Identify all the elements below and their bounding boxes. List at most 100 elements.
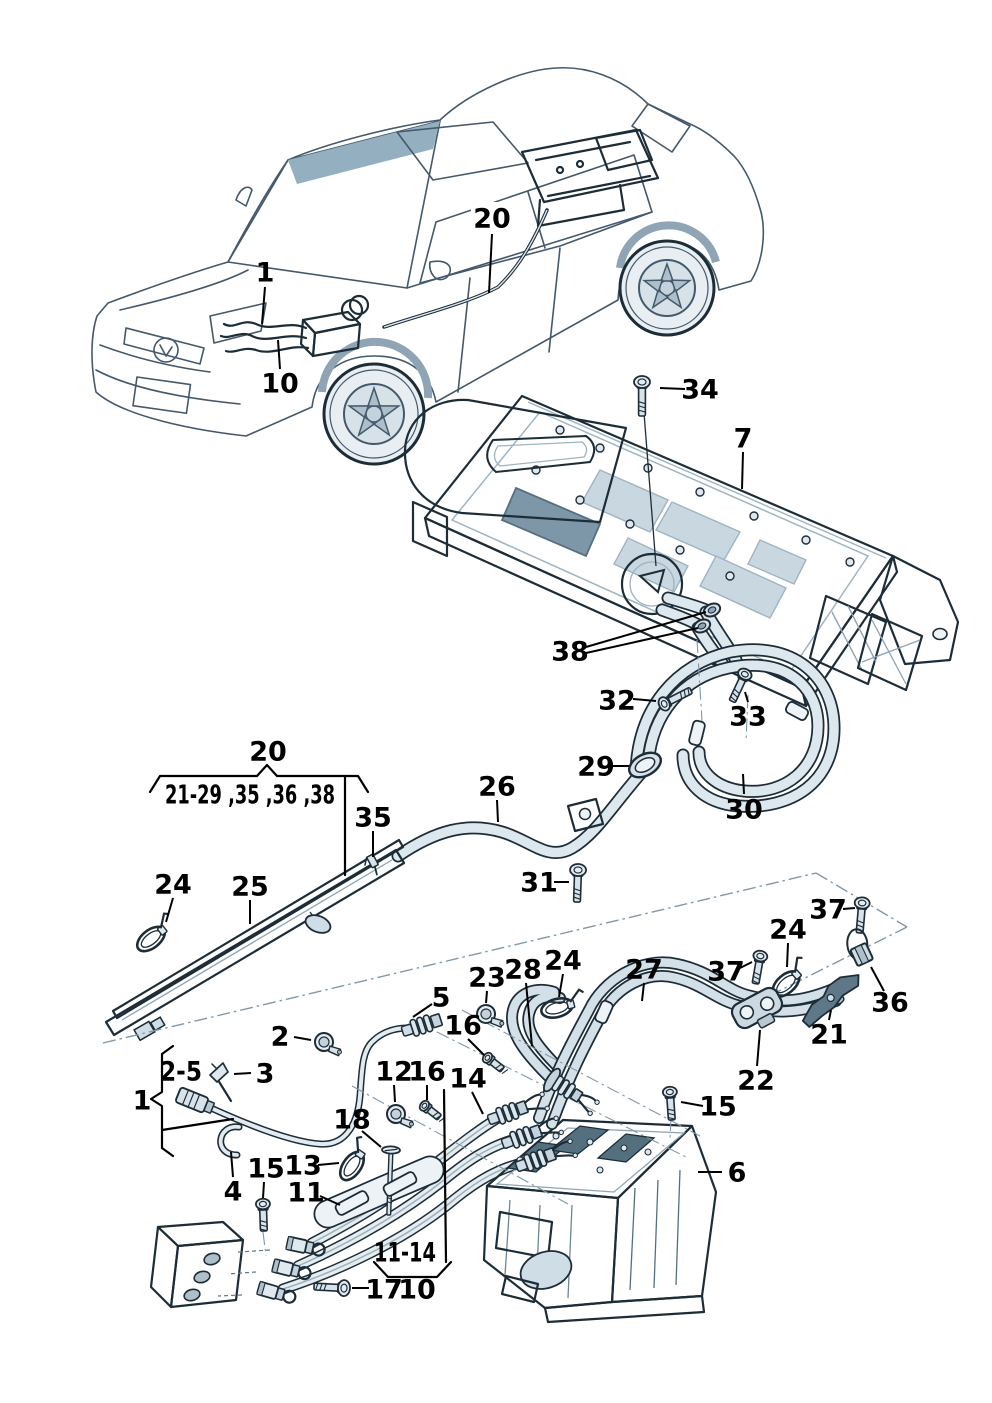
- part-label-16a[interactable]: 16: [444, 1011, 482, 1042]
- part-label-7[interactable]: 7: [734, 424, 753, 455]
- part-label-grp-20[interactable]: 20: [249, 737, 287, 768]
- part-label-16b[interactable]: 16: [408, 1057, 446, 1088]
- car-door-lines: [457, 247, 561, 393]
- part-label-24b[interactable]: 24: [544, 946, 582, 977]
- tree-clip-3-icon: [209, 1062, 233, 1103]
- car-headlight: [209, 302, 267, 344]
- bolt-16-upper-icon: [481, 1051, 509, 1075]
- part-label-1b[interactable]: 1: [133, 1086, 152, 1117]
- part-label-4[interactable]: 4: [224, 1177, 243, 1208]
- car-side-windows: [419, 154, 653, 284]
- part-label-11-14[interactable]: 11-14: [374, 1238, 436, 1269]
- part-label-37a[interactable]: 37: [809, 895, 847, 926]
- leader-line-15b-0: [680, 1101, 704, 1107]
- rail-pad: [304, 914, 332, 934]
- part-label-18[interactable]: 18: [333, 1105, 371, 1136]
- tray-vent-module-a: [808, 594, 888, 686]
- leader-line-13-0: [317, 1162, 340, 1166]
- part-label-30[interactable]: 30: [725, 795, 763, 826]
- car-windshield-tint: [288, 121, 440, 184]
- part-label-5[interactable]: 5: [432, 983, 451, 1014]
- part-label-17[interactable]: 17: [365, 1275, 403, 1306]
- tray-cover-flap: [403, 398, 628, 524]
- car-vw-badge: [153, 337, 179, 363]
- part-label-24a[interactable]: 24: [154, 870, 192, 901]
- car-sill-cable-20: [382, 208, 549, 329]
- car-vw-badge-mark: [159, 344, 173, 357]
- leader-line-24b-0: [558, 973, 564, 998]
- part-label-32[interactable]: 32: [598, 686, 636, 717]
- part-label-36[interactable]: 36: [871, 988, 909, 1019]
- band-clip-loop-band-b-icon: [784, 701, 810, 721]
- construction-line-axis-2: [461, 1009, 701, 1137]
- battery-module-6: [482, 1118, 718, 1324]
- part-label-car-20[interactable]: 20: [473, 204, 511, 235]
- part-label-22[interactable]: 22: [737, 1066, 775, 1097]
- part-label-3[interactable]: 3: [256, 1059, 275, 1090]
- leader-line-14-0: [471, 1091, 484, 1115]
- tray-vent-fins-b: [861, 619, 921, 685]
- part-label-11[interactable]: 11: [287, 1178, 325, 1209]
- construction-line-axis-15a: [262, 1231, 267, 1257]
- leader-line-23-0: [485, 990, 488, 1004]
- hose-bracket-hole: [578, 807, 592, 821]
- hook-clip-4-icon: [217, 1123, 243, 1159]
- band-clip-hose27-band-icon: [594, 999, 614, 1025]
- part-label-33[interactable]: 33: [729, 702, 767, 733]
- leader-line-car-1-0: [261, 286, 266, 325]
- part-label-15a[interactable]: 15: [247, 1154, 285, 1185]
- part-label-12[interactable]: 12: [375, 1057, 413, 1088]
- part-label-26[interactable]: 26: [478, 772, 516, 803]
- part-label-34[interactable]: 34: [681, 375, 719, 406]
- part-label-15b[interactable]: 15: [699, 1092, 737, 1123]
- part-label-6[interactable]: 6: [728, 1158, 747, 1189]
- leader-line-3-0: [233, 1072, 252, 1075]
- part-label-2[interactable]: 2: [271, 1022, 290, 1053]
- tray-pump-housing: [620, 552, 684, 616]
- part-label-27[interactable]: 27: [625, 955, 663, 986]
- part-label-29[interactable]: 29: [577, 752, 615, 783]
- clamp-12-icon: [386, 1104, 414, 1129]
- car-rear-battery-unit: [520, 128, 660, 228]
- construction-line-axis-3: [351, 1085, 569, 1205]
- tray-ear-hole: [932, 627, 948, 641]
- part-label-13[interactable]: 13: [284, 1151, 322, 1182]
- cable-tie-24-left-icon: [135, 912, 170, 953]
- leader-line-34-0: [659, 387, 686, 390]
- screw-34-axis: [642, 399, 657, 567]
- bracket-group-11-14: [372, 1260, 453, 1279]
- part-label-10b[interactable]: 10: [398, 1275, 436, 1306]
- part-label-car-1[interactable]: 1: [256, 258, 275, 289]
- part-label-23[interactable]: 23: [468, 963, 506, 994]
- tray-back-edge: [527, 401, 887, 559]
- part-label-37b[interactable]: 37: [707, 957, 745, 988]
- part-label-14[interactable]: 14: [449, 1064, 487, 1095]
- strap-clamp-36-icon: [846, 928, 874, 967]
- part-label-car-10[interactable]: 10: [261, 369, 299, 400]
- part-label-28[interactable]: 28: [504, 955, 542, 986]
- tray-cover-handle: [486, 434, 596, 474]
- part-label-grp-range[interactable]: 21-29 ,35 ,36 ,38: [165, 781, 335, 811]
- bolt-31-icon: [569, 863, 587, 903]
- part-label-24c[interactable]: 24: [769, 915, 807, 946]
- clamp-23-icon: [476, 1004, 505, 1028]
- band-clip-loop-band-a-icon: [688, 719, 706, 747]
- terminal-axes: [217, 1249, 271, 1297]
- construction-line-plane-top: [102, 872, 817, 1044]
- part-label-2-5[interactable]: 2-5: [160, 1057, 202, 1088]
- part-label-35[interactable]: 35: [354, 803, 392, 834]
- battery-tray-assembly: [403, 394, 960, 708]
- bolt-34-icon: [633, 375, 651, 417]
- hose-27: [533, 956, 845, 1130]
- part-label-25[interactable]: 25: [231, 872, 269, 903]
- band-clip-conduit-band-a-icon: [334, 1190, 370, 1216]
- car-body: [91, 66, 765, 437]
- leader-line-37a-0: [842, 907, 856, 910]
- car-beltline: [406, 211, 653, 289]
- part-label-21[interactable]: 21: [810, 1020, 848, 1051]
- construction-line-axis-15b: [669, 1117, 672, 1141]
- part-label-38[interactable]: 38: [551, 637, 589, 668]
- bolt-32-icon: [657, 686, 693, 712]
- part-label-31[interactable]: 31: [520, 868, 558, 899]
